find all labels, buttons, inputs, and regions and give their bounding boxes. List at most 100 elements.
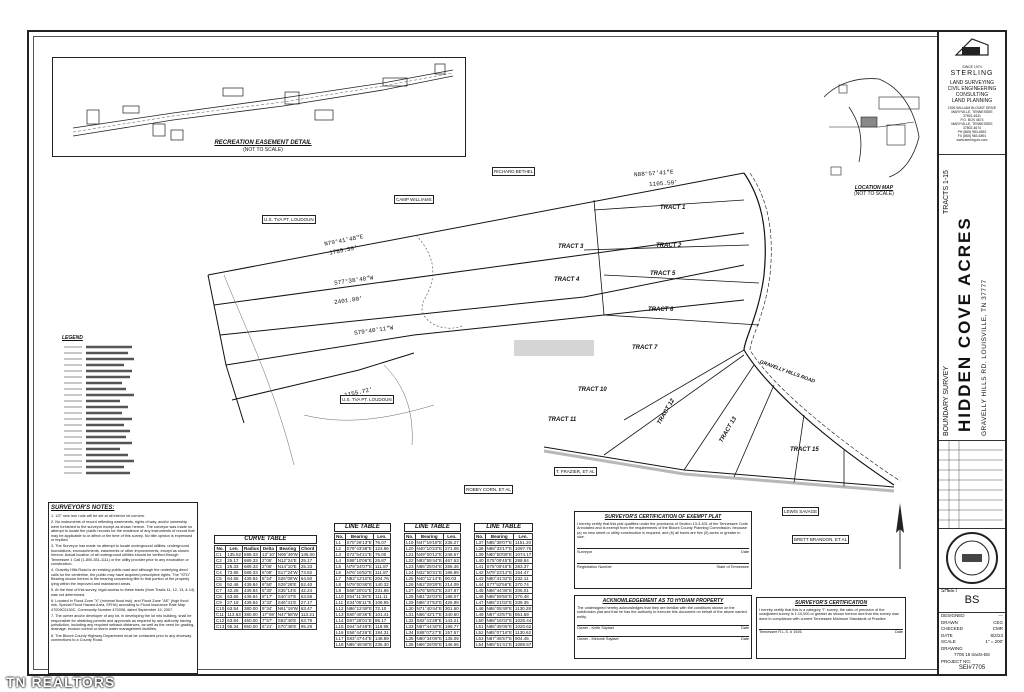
owner-label: RICHARD BETHEL — [492, 167, 536, 176]
owner-label: T. FRAZIER, ET AL — [554, 467, 597, 476]
table-cell: S75°09'45"E — [484, 563, 515, 570]
table-cell: L37 — [474, 539, 486, 546]
table-cell: S63°40'E — [275, 617, 300, 624]
table-cell: 186.89 — [443, 569, 461, 576]
table-cell: S70°26'13"E — [344, 539, 375, 546]
table-cell: 135.52 — [225, 551, 244, 558]
drawn-label: DRAWN — [941, 619, 958, 625]
table-cell: 1026.44 — [513, 617, 534, 624]
table-cell: S54°11'38"E — [344, 593, 375, 600]
table-cell: S82°41'39"E — [414, 617, 445, 624]
owner-label: U.S. TVA PT. LOUDOUN — [340, 395, 394, 404]
easement-title: RECREATION EASEMENT DETAIL — [214, 140, 312, 146]
tract-label: TRACT 5 — [650, 271, 676, 277]
table-cell: N52°29'29"E — [414, 581, 445, 588]
line-table-title: LINE TABLE — [474, 523, 534, 532]
table-cell: L50 — [474, 617, 486, 624]
table-cell: N88°59'55"E — [484, 593, 515, 600]
legend-title: LEGEND — [62, 335, 83, 341]
address-line: PH (865) 983-6551 — [957, 130, 987, 134]
table-cell: 1097.76 — [513, 545, 534, 552]
table-cell: S35°14'E — [275, 587, 300, 594]
table-cell: 6°21' — [260, 623, 277, 630]
table-cell: 271.08 — [443, 545, 461, 552]
table-cell: L25 — [404, 575, 416, 582]
table-cell: 135.09 — [443, 635, 461, 642]
table-cell: N80°41'32"E — [484, 575, 515, 582]
table-cell: N89°51'41"E — [484, 641, 515, 648]
table-cell: N79°00'48"E — [344, 581, 375, 588]
table-cell: L12 — [334, 605, 346, 612]
table-cell: L21 — [404, 551, 416, 558]
table-cell: L23 — [404, 563, 416, 570]
table-cell: 188.07 — [443, 593, 461, 600]
table-cell: 113.21 — [298, 611, 317, 618]
firm-block: SINCE 1974 STERLING LAND SURVEYING CIVIL… — [939, 32, 1005, 155]
table-cell: 467.53 — [443, 557, 461, 564]
note-item: 6. Located in Flood Zone "X" (minimal fl… — [51, 598, 189, 612]
table-cell: 186.77 — [443, 623, 461, 630]
table-cell: L54 — [474, 641, 486, 648]
table-cell: S26°08'W — [275, 575, 300, 582]
table-cell: L13 — [334, 611, 346, 618]
table-cell: 426.99 — [443, 599, 461, 606]
legend-symbols — [64, 345, 134, 475]
table-cell: 214.09 — [443, 581, 461, 588]
address-line: 37802-4674 — [962, 126, 982, 130]
table-cell: 118.98 — [373, 623, 391, 630]
table-cell: 17°08' — [260, 611, 277, 618]
table-cell: 340.60 — [443, 611, 461, 618]
ack-text: The undersigned hereby acknowledges that… — [577, 606, 747, 619]
table-cell: S87°28'01"E — [344, 617, 375, 624]
checked-label: CHECKED — [941, 626, 964, 631]
table-cell: L33 — [404, 623, 416, 630]
table-cell: 95.34 — [225, 623, 244, 630]
project-no-label: PROJECT NO. — [941, 658, 972, 664]
drawing-value: 7705 15 tracts-BS — [953, 652, 991, 657]
revision-grid — [939, 440, 1003, 528]
address-line: MARYVILLE, TENNESSEE — [951, 122, 993, 126]
north-arrow-icon — [896, 503, 904, 569]
table-cell: L20 — [404, 545, 416, 552]
seal-block — [939, 528, 1005, 589]
table-cell: S88°07'27"E — [414, 629, 445, 636]
table-cell: N47°19'18"E — [414, 539, 445, 546]
table-cell: 439.84 — [242, 593, 262, 600]
table-cell: 135.00 — [298, 551, 317, 558]
table-cell: L15 — [334, 623, 346, 630]
exempt-plat-certification: SURVEYOR'S CERTIFICATION OF EXEMPT PLAT … — [574, 511, 752, 589]
table-cell: S88°10'06"E — [344, 557, 375, 564]
table-cell: N87°43'57"E — [484, 611, 515, 618]
owner-label: BRETT BRANDON, ET AL — [792, 535, 850, 544]
tract-label: TRACT 7 — [632, 345, 658, 351]
exempt-field: Registration Number — [577, 564, 612, 569]
project-name: HIDDEN COVE ACRES — [955, 216, 974, 432]
survey-sheet: RECREATION EASEMENT DETAIL (NOT TO SCALE… — [27, 30, 1007, 676]
firm-service: LAND PLANNING — [951, 98, 993, 104]
cert-field: Tennessee R.L.S. # 1926 — [759, 630, 802, 635]
table-cell: 111.87 — [373, 569, 391, 576]
table-cell: 113.63 — [225, 611, 244, 618]
table-cell: N40°11'14"E — [414, 575, 445, 582]
table-cell: L36 — [404, 641, 416, 648]
table-cell: S34°05'11"E — [344, 599, 375, 606]
table-cell: L30 — [404, 605, 416, 612]
table-cell: 13°10' — [260, 551, 277, 558]
table-cell: 589.33 — [242, 551, 262, 558]
table-cell: 439.84 — [242, 587, 262, 594]
table-cell: L31 — [404, 611, 416, 618]
surveyor-notes-title: SURVEYOR'S NOTES: — [51, 505, 115, 511]
table-cell: L41 — [474, 563, 486, 570]
sheet-block: SHEET BS — [939, 588, 1005, 613]
